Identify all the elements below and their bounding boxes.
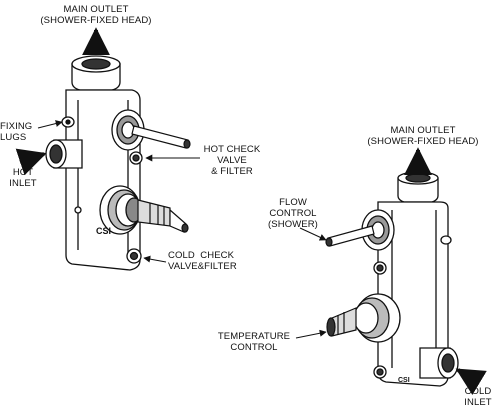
flow-control-label: FLOW CONTROL (SHOWER) (268, 197, 318, 230)
right-body-stamp: CSI (398, 377, 410, 384)
hot-inlet-label: HOT INLET (9, 167, 37, 189)
left-upper-spindle (131, 125, 191, 149)
temperature-control-label: TEMPERATURE CONTROL (217, 331, 291, 353)
left-valve-body (45, 55, 145, 271)
left-temperature-cartridge (137, 199, 189, 233)
right-flow-spindle (325, 225, 375, 247)
right-valve-body (353, 171, 459, 387)
temperature-control-arrow (295, 329, 327, 339)
hot-inlet-arrow (15, 148, 47, 176)
fixing-lugs-arrow (37, 120, 63, 129)
right-temperature-cartridge (326, 307, 357, 337)
main-outlet-left-label: MAIN OUTLET (SHOWER-FIXED HEAD) (40, 4, 152, 26)
cold-inlet-label: COLD INLET (464, 386, 492, 408)
main-outlet-right-label: MAIN OUTLET (SHOWER-FIXED HEAD) (367, 125, 479, 147)
cold-check-valve-arrow (143, 255, 167, 263)
hot-check-valve-label: HOT CHECK VALVE & FILTER (203, 144, 261, 177)
fixing-lugs-label: FIXING LUGS (0, 121, 33, 143)
cold-inlet-arrow (455, 368, 487, 395)
left-body-stamp: CSI (96, 226, 111, 236)
flow-control-arrow (299, 227, 327, 241)
cold-check-valve-label: COLD CHECK VALVE&FILTER (168, 250, 237, 272)
